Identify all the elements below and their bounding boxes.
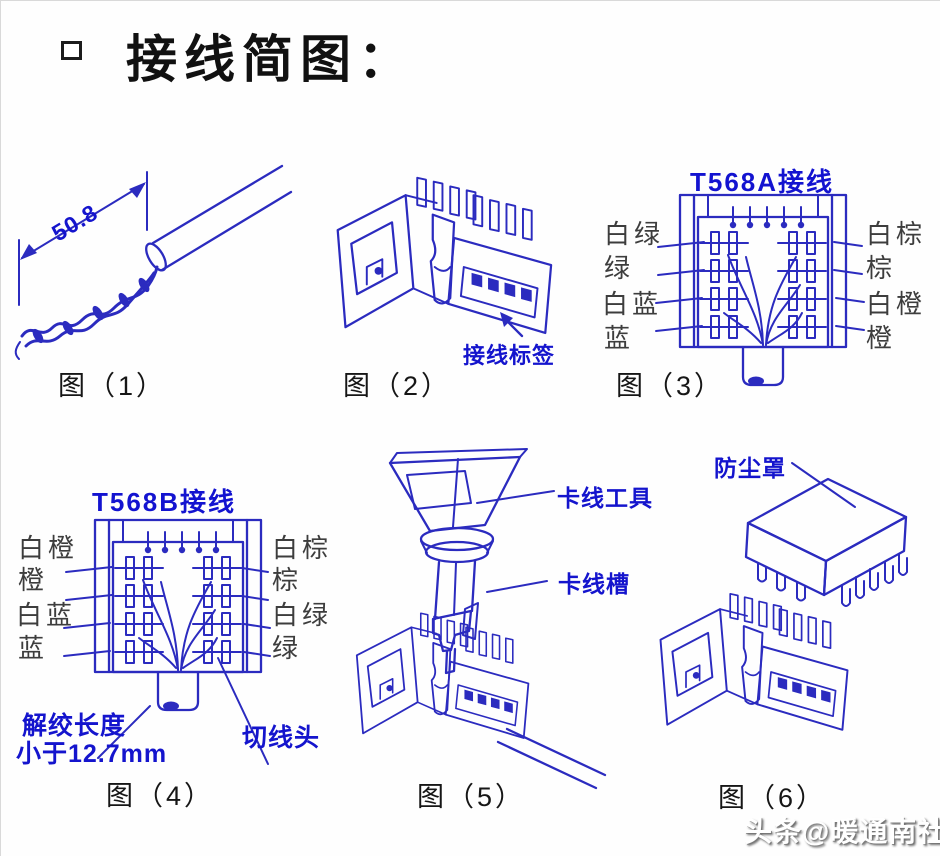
wire-label: 白棕 <box>866 219 927 249</box>
wire-slot-label: 卡线槽 <box>558 571 630 597</box>
wire-label: 棕 <box>272 565 303 595</box>
cut-wire-end-label: 切线头 <box>242 724 321 752</box>
page-title: 接线简图： <box>126 31 417 88</box>
wire-label: 橙 <box>866 323 897 353</box>
bullet-square-icon <box>61 41 82 60</box>
fig4-title: T568B接线 <box>92 487 237 517</box>
fig2-caption: 图（2） <box>343 371 452 401</box>
wire-label: 蓝 <box>604 323 635 353</box>
fig4-jack-top-drawing <box>63 518 271 765</box>
wire-label: 棕 <box>866 253 897 283</box>
fig6-dust-cover: 防尘罩 <box>640 445 940 845</box>
fig5-tool-drawing <box>355 448 607 790</box>
fig4-t568b: T568B接线 白橙 橙 白蓝 蓝 白棕 棕 白绿 绿 解绞长度 小于12.7m… <box>0 468 340 856</box>
fig6-caption: 图（6） <box>718 783 827 813</box>
dust-cover-label: 防尘罩 <box>714 455 786 481</box>
wire-label: 白棕 <box>272 533 333 563</box>
fig3-t568a: T568A接线 白绿 绿 白蓝 蓝 白棕 棕 白橙 橙 <box>600 150 940 395</box>
punch-tool-label: 卡线工具 <box>557 485 653 511</box>
fig3-caption: 图（3） <box>616 371 725 401</box>
dimension-label: 50.8 <box>47 199 102 246</box>
wire-label: 绿 <box>604 253 635 283</box>
wire-label: 白蓝 <box>602 289 663 319</box>
fig3-jack-top-drawing <box>655 193 865 387</box>
fig4-caption: 图（4） <box>106 781 215 811</box>
wire-label: 白绿 <box>604 219 665 249</box>
wire-label: 白橙 <box>866 289 927 319</box>
fig2-jack-drawing <box>336 176 553 338</box>
fig3-title: T568A接线 <box>690 167 835 197</box>
watermark: 头条@暖通南社 <box>744 816 940 847</box>
fig2-callout-label: 接线标签 <box>463 343 556 368</box>
untwist-length-label-line2: 小于12.7mm <box>16 740 168 768</box>
fig1-caption: 图（1） <box>58 371 167 401</box>
wire-label: 橙 <box>18 565 49 595</box>
wire-label: 蓝 <box>18 633 49 663</box>
wire-label: 白蓝 <box>16 600 77 630</box>
fig5-punch-tool: 卡线工具 卡线槽 <box>335 445 665 835</box>
wire-label: 绿 <box>272 633 303 663</box>
fig6-drawing <box>659 462 908 731</box>
fig1-cable-drawing: 50.8 <box>14 164 293 360</box>
wire-label: 白橙 <box>18 533 79 563</box>
fig5-caption: 图（5） <box>417 782 526 812</box>
wire-label: 白绿 <box>272 600 333 630</box>
untwist-length-label-line1: 解绞长度 <box>22 712 127 740</box>
